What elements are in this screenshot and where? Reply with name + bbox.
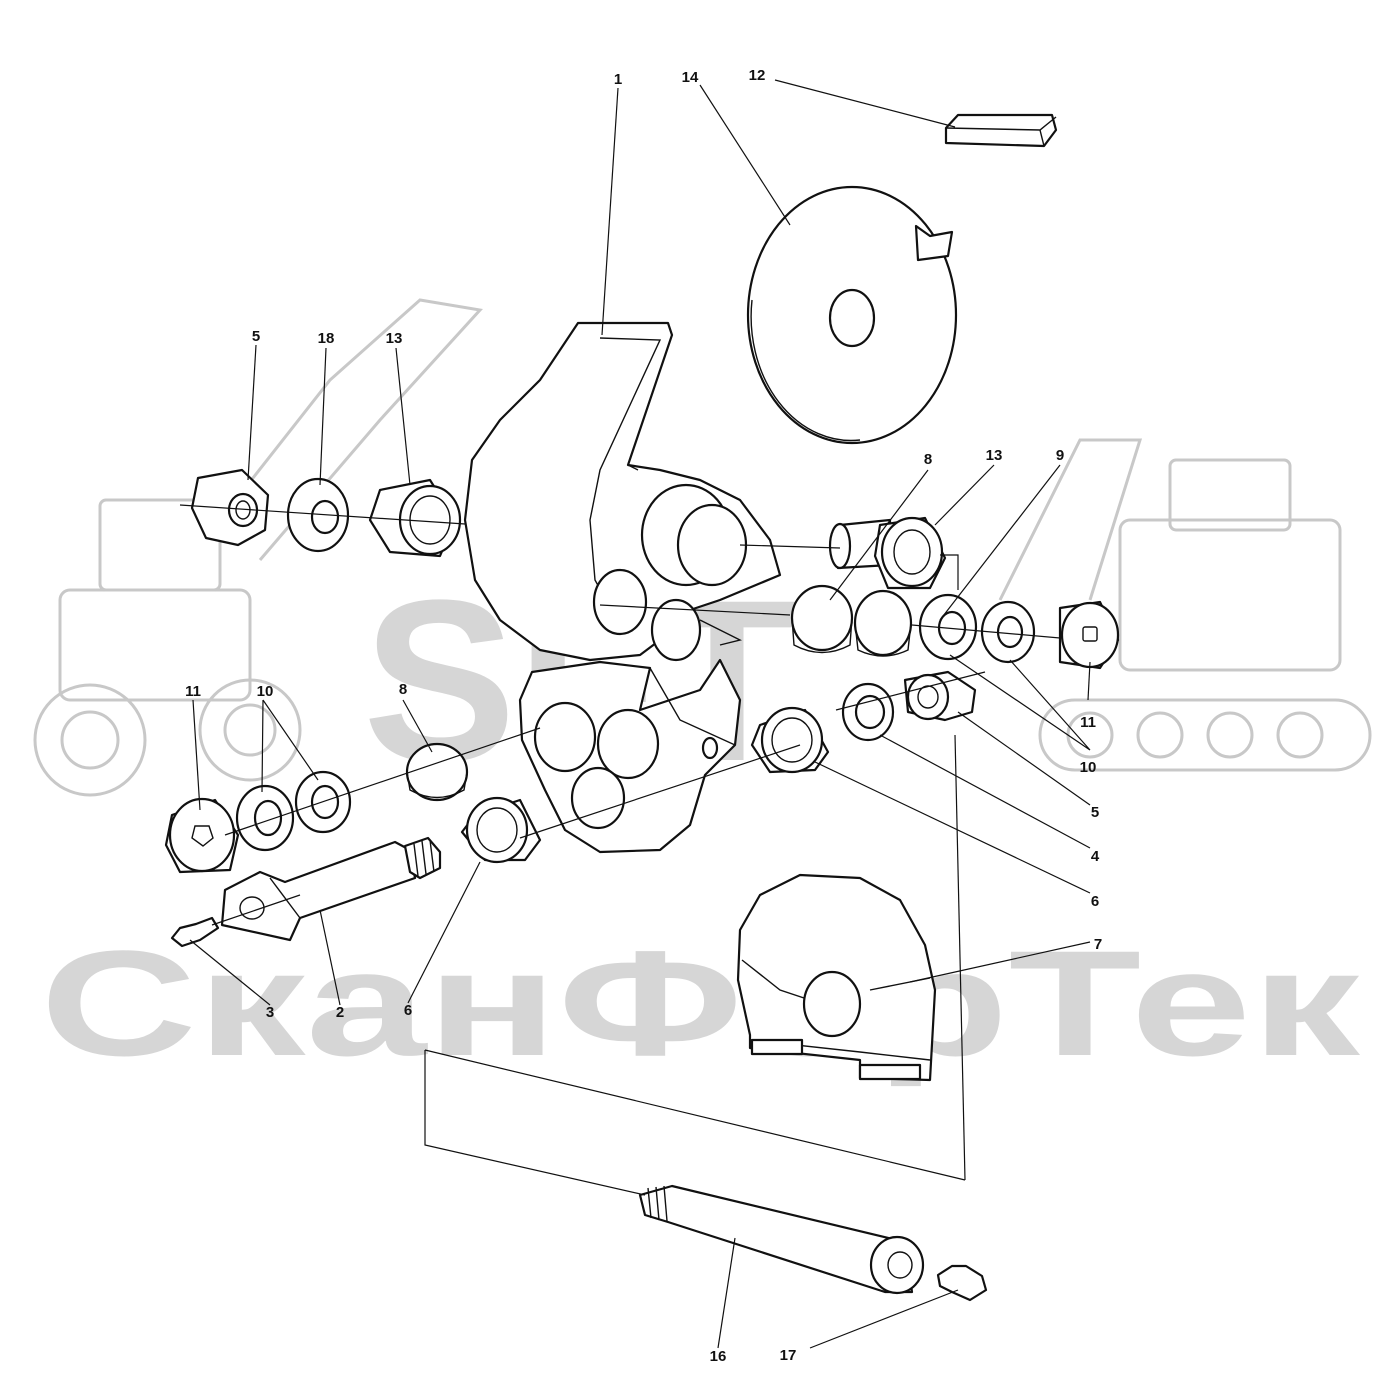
part-grease-nipple-right [936, 1264, 988, 1302]
callout-6-left: 6 [404, 1002, 412, 1019]
leader-lines [189, 79, 1091, 1349]
part-cap-11-left [164, 797, 240, 874]
part-lower-plate [518, 658, 742, 854]
assembly-lines [179, 504, 1061, 1196]
callout-11-right: 11 [1080, 714, 1096, 731]
part-bushing-upper-right [873, 516, 947, 590]
callout-labels: 1 14 12 5 18 13 8 13 9 11 10 8 11 10 5 4… [185, 67, 1102, 1365]
part-nut-upper-left [190, 468, 270, 547]
watermark-brand: СканФорТек [40, 919, 1361, 1087]
watermark-machine-right [998, 438, 1372, 772]
part-pin-9-right [853, 589, 913, 657]
callout-11-left: 11 [185, 683, 201, 700]
part-bushing-6-left [460, 796, 542, 864]
part-washer-10-left-a [235, 784, 295, 852]
part-pivot-pin [220, 836, 442, 942]
callout-8-upper: 8 [924, 451, 932, 468]
callout-12: 12 [749, 67, 766, 84]
part-washer-10-right-b [980, 600, 1036, 664]
part-long-pin [638, 1184, 925, 1295]
callout-4: 4 [1091, 848, 1100, 865]
part-disc [746, 185, 958, 445]
part-pin-8-right [790, 584, 854, 654]
part-washer-4 [841, 682, 895, 742]
part-bushing-6-right [750, 706, 830, 774]
callout-13-left: 13 [386, 330, 403, 347]
callout-10-right: 10 [1080, 759, 1097, 776]
watermark-machine-left [33, 298, 483, 797]
callout-9: 9 [1056, 447, 1064, 464]
callout-3: 3 [266, 1004, 274, 1021]
callout-2: 2 [336, 1004, 344, 1021]
part-key [944, 113, 1058, 148]
callout-8-lower: 8 [399, 681, 407, 698]
callout-5-lower: 5 [1091, 804, 1099, 821]
callout-17: 17 [780, 1347, 797, 1364]
part-cap-11-right [1058, 600, 1120, 670]
callout-1: 1 [614, 71, 622, 88]
callout-14: 14 [682, 69, 699, 86]
callout-16: 16 [710, 1348, 727, 1365]
part-washer-upper-left [286, 477, 350, 553]
callout-7: 7 [1094, 936, 1102, 953]
part-nut-lower-right [903, 670, 977, 722]
part-bushing-upper-left [368, 478, 462, 558]
callout-18: 18 [318, 330, 335, 347]
part-grease-nipple-left [170, 916, 220, 948]
callout-10-left: 10 [257, 683, 274, 700]
part-pin-8-left [405, 742, 469, 802]
part-guard [736, 873, 937, 1082]
callout-6-right: 6 [1091, 893, 1099, 910]
callout-13-right: 13 [986, 447, 1003, 464]
callout-5-upper: 5 [252, 328, 260, 345]
